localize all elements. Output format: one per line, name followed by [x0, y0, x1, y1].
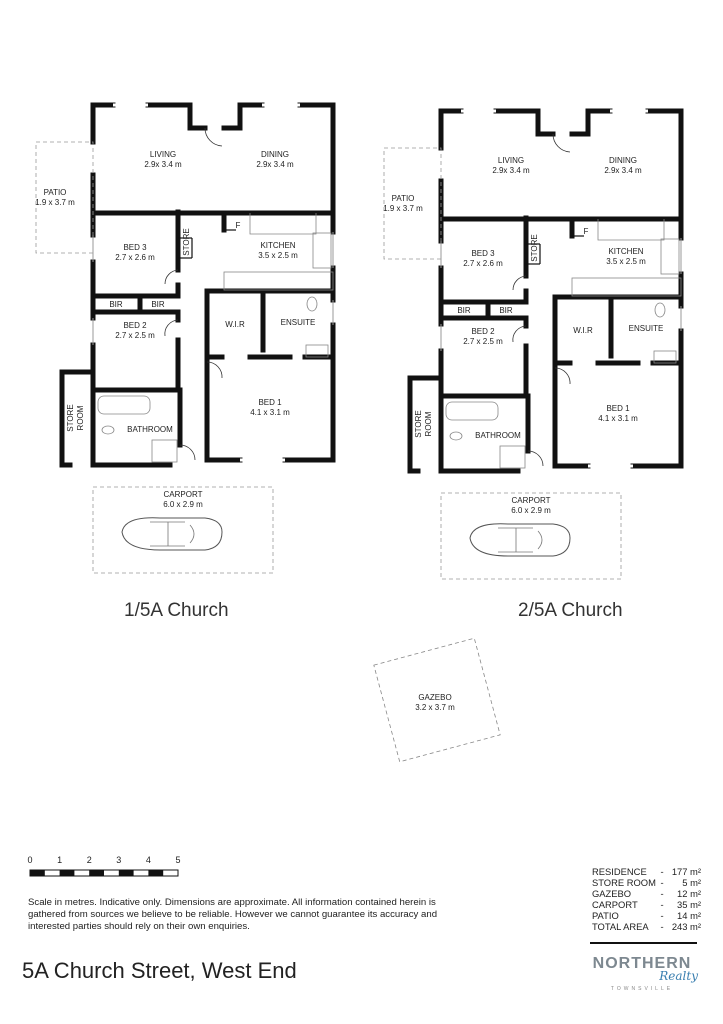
room-label-bed2: BED 2: [471, 327, 495, 336]
logo-line-1: NORTHERN: [592, 955, 692, 972]
area-name: TOTAL AREA: [592, 921, 649, 932]
area-value: 177 m²: [671, 866, 701, 877]
room-dims-kitchen: 3.5 x 2.5 m: [258, 251, 298, 260]
area-dash: -: [660, 910, 664, 921]
room-dims-bed2: 2.7 x 2.5 m: [463, 337, 503, 346]
area-name: RESIDENCE: [592, 866, 647, 877]
room-dims-patio: 1.9 x 3.7 m: [35, 198, 75, 207]
patio-outline: [383, 147, 442, 260]
area-row: PATIO - 14 m²: [592, 910, 701, 921]
room-dims-dining: 2.9x 3.4 m: [604, 166, 642, 175]
area-name: PATIO: [592, 910, 619, 921]
area-value: 35 m²: [677, 899, 701, 910]
room-label-living: LIVING: [150, 150, 176, 159]
room-dims-carport: 6.0 x 2.9 m: [511, 506, 551, 515]
area-value: 14 m²: [677, 910, 701, 921]
room-label-patio: PATIO: [44, 188, 67, 197]
area-row: GAZEBO - 12 m²: [592, 888, 701, 899]
area-row: STORE ROOM- 5 m²: [592, 877, 701, 888]
car-icon: [469, 523, 571, 557]
room-label-dining: DINING: [261, 150, 289, 159]
room-dims-bed2: 2.7 x 2.5 m: [115, 331, 155, 340]
room-dims-bed3: 2.7 x 2.6 m: [115, 253, 155, 262]
room-label-wir: W.I.R: [225, 320, 245, 329]
area-name: GAZEBO: [592, 888, 632, 899]
property-address: 5A Church Street, West End: [22, 958, 297, 983]
unit-1-title: 1/5A Church: [124, 600, 229, 621]
room-label-fridge: F: [236, 221, 241, 230]
room-label-ensuite: ENSUITE: [281, 318, 316, 327]
logo-line-3: TOWNSVILLE: [610, 986, 674, 992]
area-dash: -: [660, 866, 664, 877]
room-label-patio: PATIO: [392, 194, 415, 203]
room-dims-bed1: 4.1 x 3.1 m: [598, 414, 638, 423]
room-label-kitchen: KITCHEN: [260, 241, 295, 250]
disclaimer-text: Scale in metres. Indicative only. Dimens…: [28, 897, 438, 932]
logo-line-2: Realty: [659, 969, 698, 983]
room-label-bir1: BIR: [109, 300, 123, 309]
room-label-carport: CARPORT: [512, 496, 551, 505]
room-label-storeroom: STOREROOM: [66, 404, 85, 431]
room-label-dining: DINING: [609, 156, 637, 165]
area-row: RESIDENCE -177 m²: [592, 866, 701, 877]
room-label-bir1: BIR: [457, 306, 471, 315]
room-label-bed1: BED 1: [606, 404, 630, 413]
room-label-living: LIVING: [498, 156, 524, 165]
scale-bar: 0 1 2 3 4 5: [27, 855, 181, 877]
area-row: TOTAL AREA-243 m²: [592, 921, 701, 932]
area-dash: -: [660, 899, 664, 910]
room-dims-kitchen: 3.5 x 2.5 m: [606, 257, 646, 266]
scale-tick-label: 3: [116, 855, 121, 865]
scale-tick-label: 4: [146, 855, 151, 865]
room-label-carport: CARPORT: [164, 490, 203, 499]
room-label-bir2: BIR: [499, 306, 513, 315]
car-icon: [121, 517, 223, 551]
area-dash: -: [660, 888, 664, 899]
room-dims-living: 2.9x 3.4 m: [144, 160, 182, 169]
room-label-wir: W.I.R: [573, 326, 593, 335]
room-label-store: STORE: [182, 228, 191, 255]
area-dash: -: [660, 877, 664, 888]
room-label-bathroom: BATHROOM: [127, 425, 173, 434]
room-label-store: STORE: [530, 234, 539, 261]
area-dash: -: [660, 921, 664, 932]
room-label-bed3: BED 3: [471, 249, 495, 258]
area-value: 5 m²: [682, 877, 701, 888]
room-dims-bed3: 2.7 x 2.6 m: [463, 259, 503, 268]
room-label-ensuite: ENSUITE: [629, 324, 664, 333]
room-label-storeroom: STOREROOM: [414, 410, 433, 437]
room-label-bathroom: BATHROOM: [475, 431, 521, 440]
scale-tick-label: 0: [27, 855, 32, 865]
room-dims-carport: 6.0 x 2.9 m: [163, 500, 203, 509]
room-label-bir2: BIR: [151, 300, 165, 309]
scale-tick-label: 5: [175, 855, 180, 865]
room-dims-patio: 1.9 x 3.7 m: [383, 204, 423, 213]
unit-2-title: 2/5A Church: [518, 600, 623, 621]
room-label-fridge: F: [584, 227, 589, 236]
scale-tick-label: 2: [87, 855, 92, 865]
room-dims-living: 2.9x 3.4 m: [492, 166, 530, 175]
area-value: 243 m²: [671, 921, 701, 932]
room-label-bed2: BED 2: [123, 321, 147, 330]
area-name: CARPORT: [592, 899, 638, 910]
patio-outline: [35, 141, 94, 254]
area-row: CARPORT - 35 m²: [592, 899, 701, 910]
scale-tick-label: 1: [57, 855, 62, 865]
room-label-bed1: BED 1: [258, 398, 282, 407]
area-name: STORE ROOM: [592, 877, 656, 888]
room-dims-bed1: 4.1 x 3.1 m: [250, 408, 290, 417]
area-value: 12 m²: [677, 888, 701, 899]
room-label-kitchen: KITCHEN: [608, 247, 643, 256]
room-dims-dining: 2.9x 3.4 m: [256, 160, 294, 169]
gazebo-label: GAZEBO: [418, 693, 451, 702]
northern-realty-logo: NORTHERN Realty TOWNSVILLE: [586, 955, 698, 992]
room-label-bed3: BED 3: [123, 243, 147, 252]
gazebo-dims: 3.2 x 3.7 m: [415, 703, 455, 712]
